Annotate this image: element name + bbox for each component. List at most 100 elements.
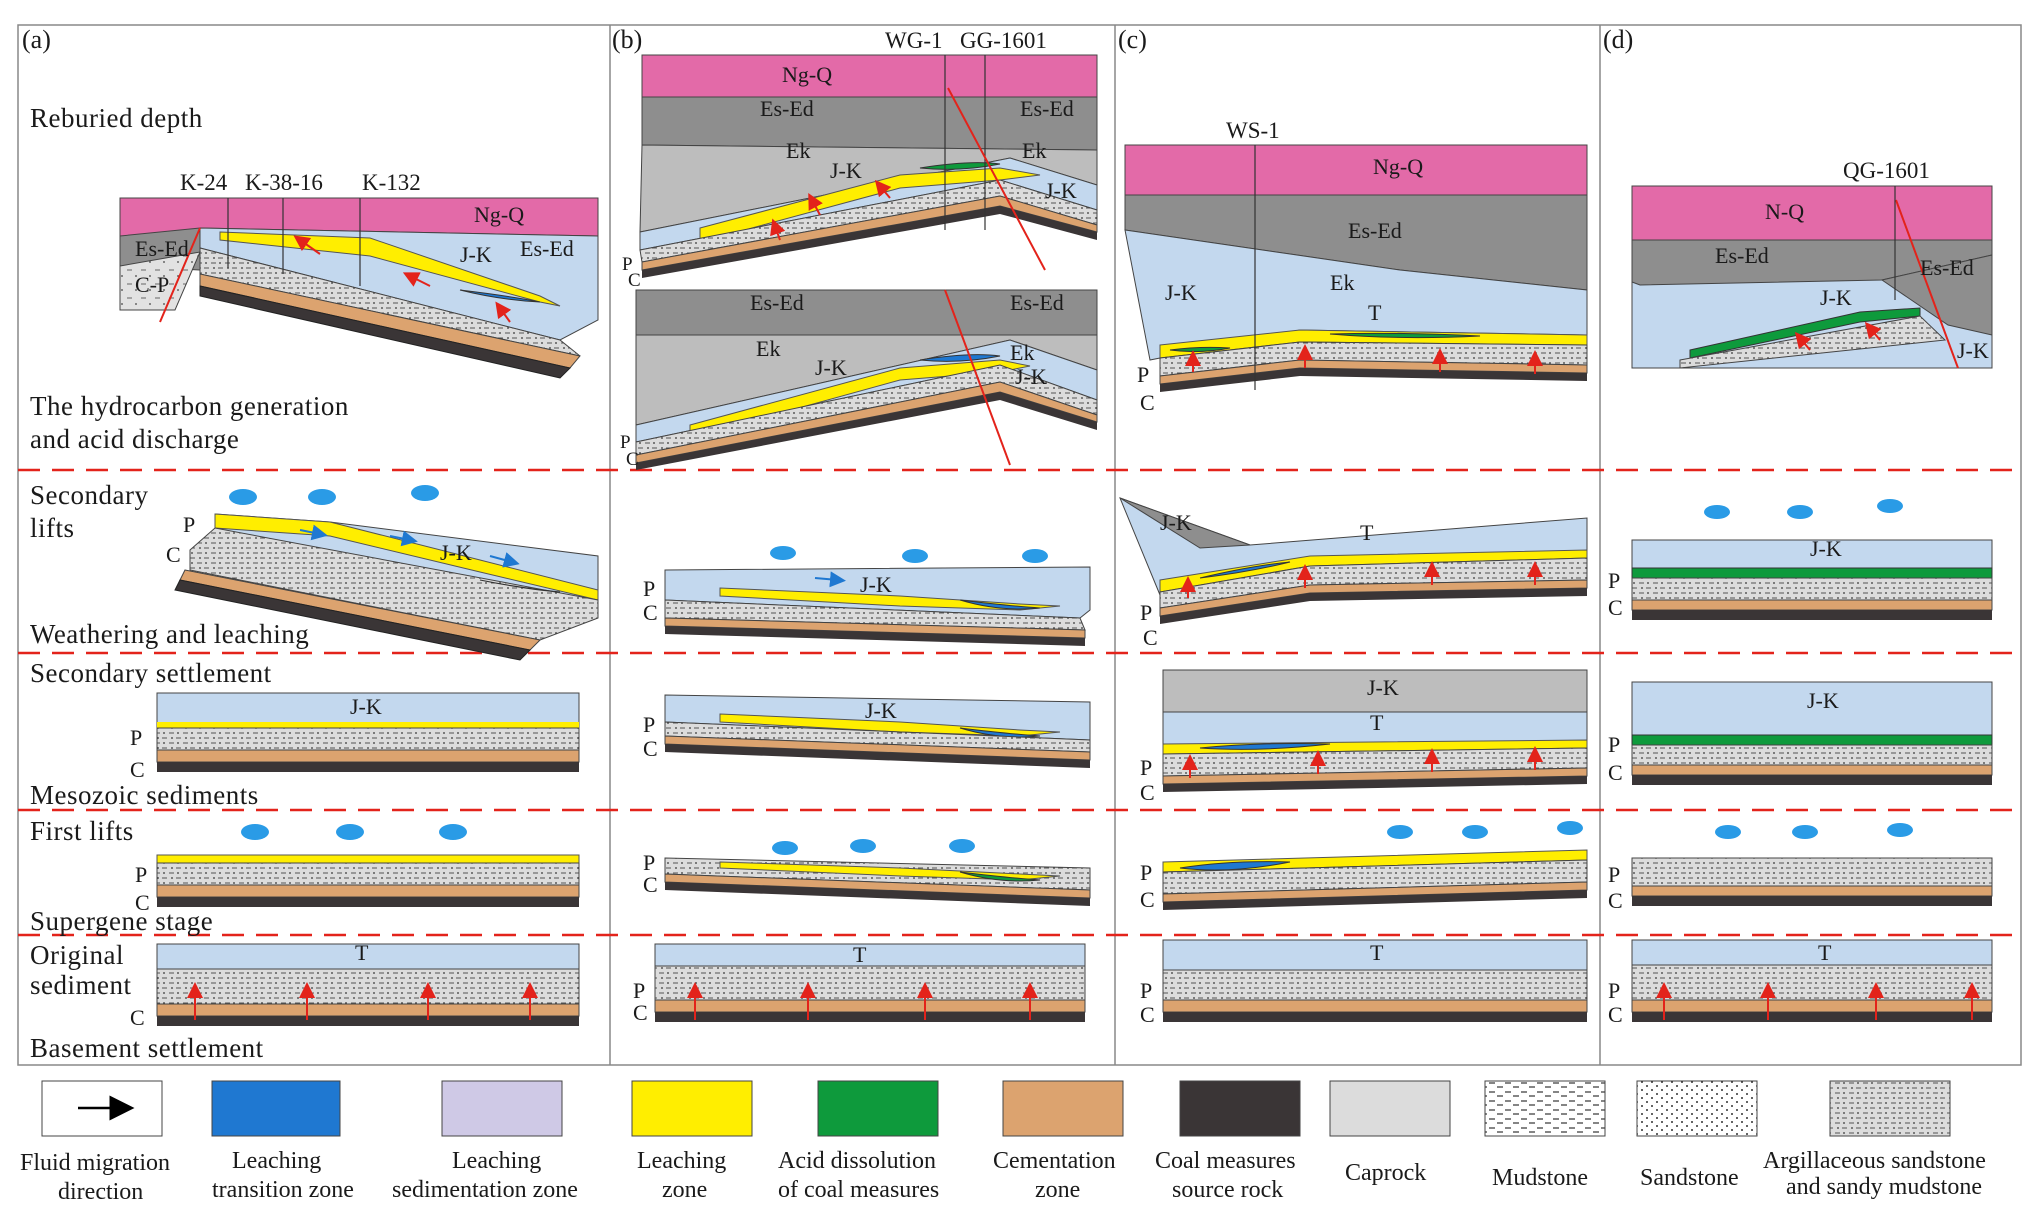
unit-c5-p: P	[1140, 978, 1152, 1003]
unit-d3-c: C	[1608, 760, 1623, 785]
unit-b2-jk-left: J-K	[815, 355, 847, 380]
section-c-secondary-settlement	[1162, 669, 1588, 792]
legend-label-acid-1: Acid dissolution	[778, 1148, 936, 1174]
legend-label-argillaceous-1: Argillaceous sandstone	[1763, 1148, 1986, 1174]
section-d-secondary-lifts	[1631, 539, 1993, 620]
section-d-reburied	[1631, 185, 1993, 369]
stage-supergene: Supergene stage	[30, 906, 213, 936]
legend-swatch-caprock	[1329, 1080, 1451, 1137]
unit-a5-t: T	[355, 940, 369, 965]
unit-b2-p: P	[620, 432, 631, 453]
unit-c3-c: C	[1140, 780, 1155, 805]
panel-label-a: (a)	[22, 25, 51, 54]
unit-b6-t: T	[853, 942, 867, 967]
legend-label-coal-2: source rock	[1172, 1177, 1283, 1203]
well-k24: K-24	[180, 170, 228, 195]
unit-c5-c: C	[1140, 1002, 1155, 1027]
unit-a5-c: C	[130, 1005, 145, 1030]
unit-d5-p: P	[1608, 978, 1620, 1003]
unit-a-esed-left: Es-Ed	[135, 236, 189, 261]
legend-swatch-coal	[1179, 1080, 1301, 1137]
unit-b2-jk-right: J-K	[1015, 364, 1047, 389]
unit-b1-jk-right: J-K	[1045, 178, 1077, 203]
well-gg1601: GG-1601	[960, 28, 1047, 53]
unit-c4-c: C	[1140, 887, 1155, 912]
unit-b1-esed-right: Es-Ed	[1020, 96, 1074, 121]
unit-d5-t: T	[1818, 940, 1832, 965]
clouds-a-secondary	[229, 485, 439, 505]
unit-d1-esed-left: Es-Ed	[1715, 243, 1769, 268]
unit-c3-p: P	[1140, 755, 1152, 780]
unit-b6-p: P	[633, 978, 645, 1003]
clouds-b-secondary	[770, 546, 1048, 563]
unit-a2-p: P	[183, 512, 195, 537]
section-a-original	[156, 943, 580, 1026]
unit-b2-esed-right: Es-Ed	[1010, 290, 1064, 315]
unit-c3-t: T	[1370, 710, 1384, 735]
well-k38-16: K-38-16	[245, 170, 323, 195]
legend	[41, 1080, 1951, 1137]
legend-swatch-fluid	[41, 1080, 163, 1137]
unit-a2-jk: J-K	[440, 540, 472, 565]
legend-label-argillaceous-2: and sandy mudstone	[1786, 1174, 1982, 1200]
unit-c2-p: P	[1140, 600, 1152, 625]
unit-c5-t: T	[1370, 940, 1384, 965]
unit-b3-p: P	[643, 576, 655, 601]
legend-label-leaching-2: zone	[662, 1177, 707, 1203]
unit-a3-p: P	[130, 725, 142, 750]
unit-d2-c: C	[1608, 595, 1623, 620]
legend-swatch-cementation	[1002, 1080, 1124, 1137]
unit-b4-c: C	[643, 736, 658, 761]
stage-mesozoic: Mesozoic sediments	[30, 780, 259, 810]
legend-swatch-transition	[211, 1080, 341, 1137]
panel-label-b: (b)	[612, 25, 642, 54]
legend-label-transition-1: Leaching	[232, 1148, 321, 1174]
section-a-first-lifts	[156, 854, 580, 907]
unit-a4-c: C	[135, 890, 150, 915]
stage-original-line1: Original	[30, 940, 124, 970]
unit-c3-jk: J-K	[1367, 675, 1399, 700]
unit-b1-c: C	[628, 270, 641, 291]
unit-d1-esed-right: Es-Ed	[1920, 255, 1974, 280]
unit-d3-jk: J-K	[1807, 688, 1839, 713]
unit-b4-p: P	[643, 712, 655, 737]
unit-b5-c: C	[643, 872, 658, 897]
legend-swatch-sandstone	[1636, 1080, 1758, 1137]
unit-b4-jk: J-K	[865, 698, 897, 723]
legend-label-mudstone: Mudstone	[1492, 1165, 1588, 1191]
section-b-first-lifts	[664, 857, 1091, 906]
unit-a3-c: C	[130, 757, 145, 782]
section-b-hydrocarbon	[635, 289, 1098, 470]
unit-b2-ek-left: Ek	[756, 336, 780, 361]
stage-hydrocarbon-line2: and acid discharge	[30, 424, 239, 454]
stage-basement: Basement settlement	[30, 1033, 264, 1063]
stage-original-line2: sediment	[30, 970, 131, 1000]
legend-label-sedimentation-1: Leaching	[452, 1148, 541, 1174]
unit-c1-ek: Ek	[1330, 270, 1354, 295]
unit-c2-jk: J-K	[1160, 510, 1192, 535]
unit-a-cp: C-P	[135, 272, 169, 297]
figure-frame	[17, 24, 2022, 1066]
stage-reburied-depth: Reburied depth	[30, 103, 203, 133]
unit-d1-jk-left: J-K	[1820, 285, 1852, 310]
unit-b1-ek-left: Ek	[786, 138, 810, 163]
clouds-d-secondary	[1704, 499, 1903, 519]
unit-c1-esed: Es-Ed	[1348, 218, 1402, 243]
unit-b1-esed-left: Es-Ed	[760, 96, 814, 121]
clouds-c-first	[1387, 821, 1583, 839]
unit-d1-nq: N-Q	[1765, 199, 1804, 224]
unit-a4-p: P	[135, 862, 147, 887]
unit-b3-c: C	[643, 600, 658, 625]
stage-first-lifts: First lifts	[30, 816, 134, 846]
well-qg1601: QG-1601	[1843, 158, 1930, 183]
unit-d5-c: C	[1608, 1002, 1623, 1027]
unit-c1-t: T	[1368, 300, 1382, 325]
section-b-secondary-settlement	[664, 694, 1091, 768]
original-sediment-arrows	[187, 982, 1980, 1020]
clouds-b-first	[772, 839, 975, 855]
unit-b1-jk-left: J-K	[830, 158, 862, 183]
unit-c2-c: C	[1143, 625, 1158, 650]
stage-secondary-lifts-line2: lifts	[30, 513, 75, 543]
legend-swatch-mudstone	[1484, 1080, 1606, 1137]
unit-b6-c: C	[633, 1000, 648, 1025]
